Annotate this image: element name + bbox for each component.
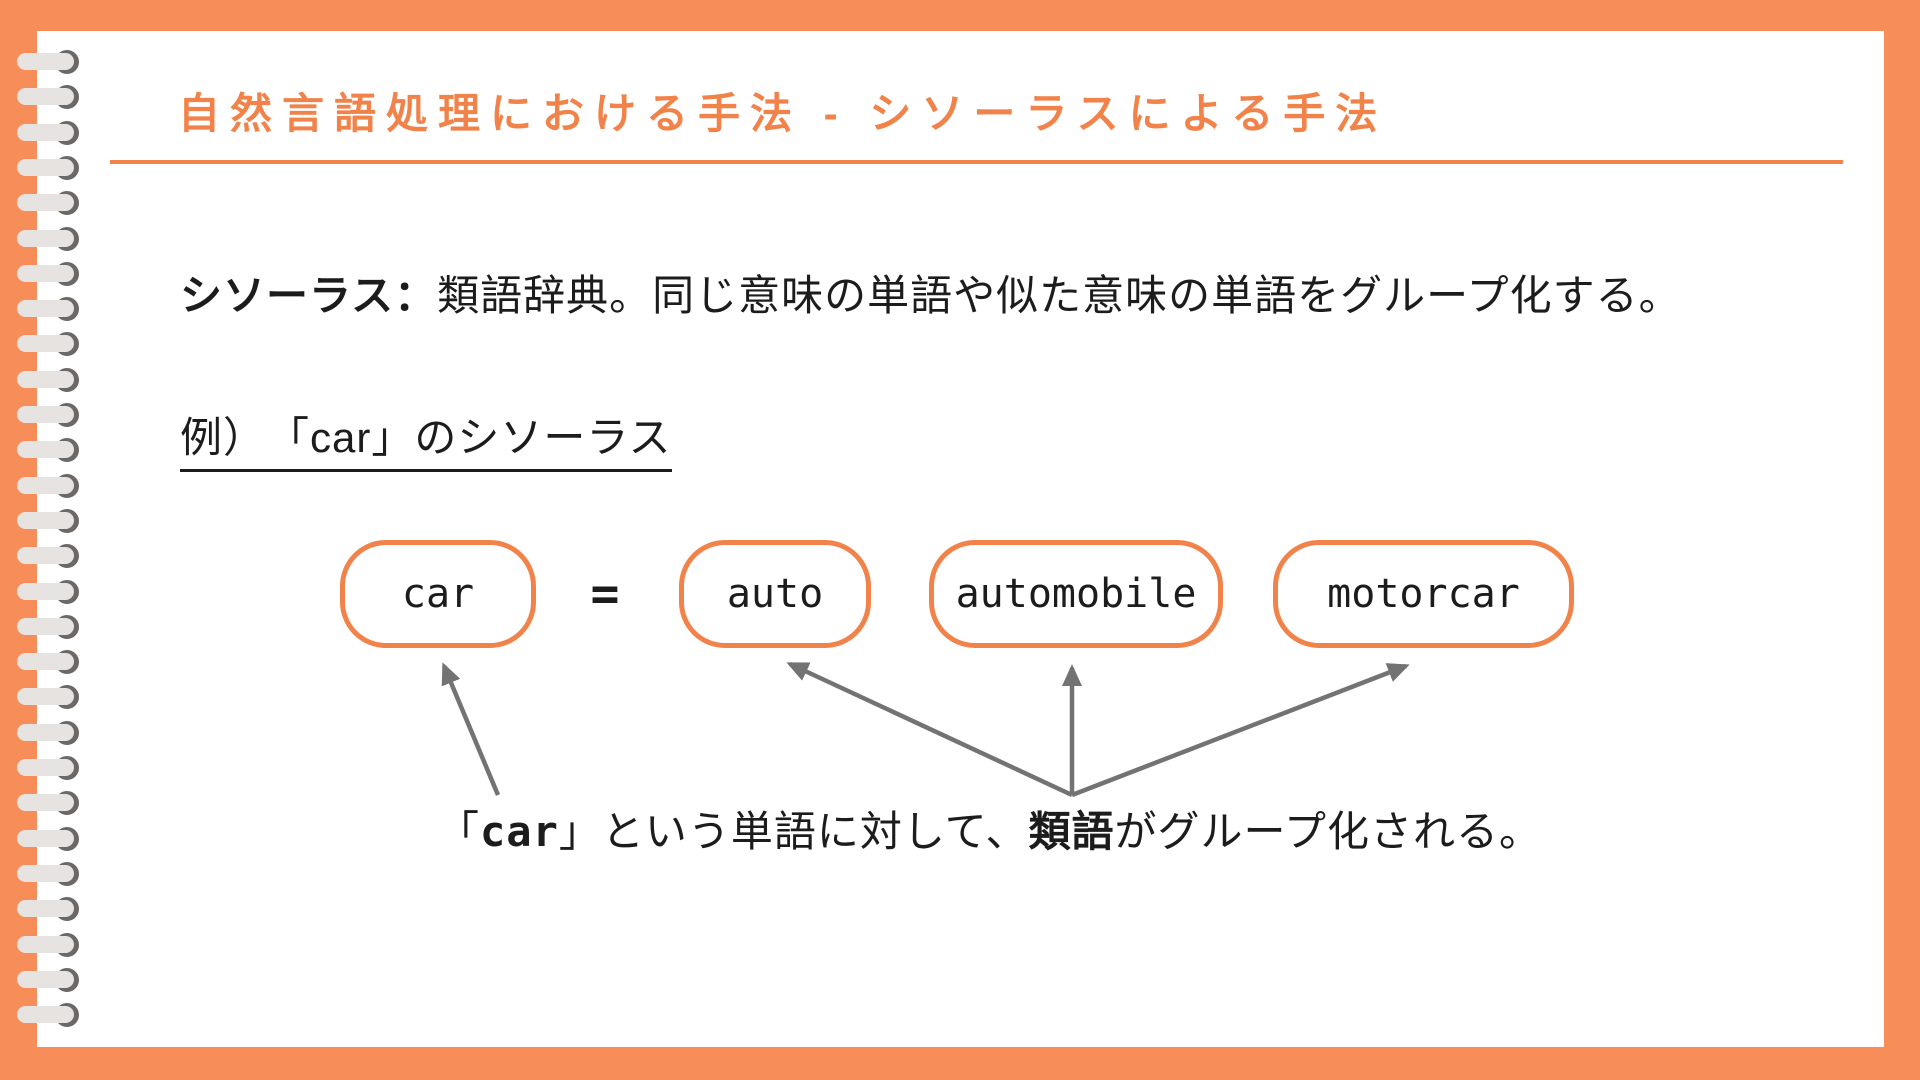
word-pill-automobile: automobile xyxy=(929,540,1223,648)
ring-bar-icon xyxy=(17,158,74,176)
ring-bar-icon xyxy=(17,441,74,459)
caption-middle: 」という単語に対して、 xyxy=(558,808,1029,855)
ring-bar-icon xyxy=(17,759,74,776)
ring-bar-icon xyxy=(17,970,74,988)
ring-bar-icon xyxy=(17,123,74,141)
notebook-page xyxy=(37,31,1884,1047)
ring-bar-icon xyxy=(17,370,74,388)
ring-bar-icon xyxy=(17,829,74,847)
ring-bar-icon xyxy=(17,300,74,318)
ring-bar-icon xyxy=(17,900,74,918)
ring-bar-icon xyxy=(17,476,74,494)
pill-label-automobile: automobile xyxy=(955,571,1197,617)
title-rule xyxy=(110,160,1843,164)
slide-title: 自然言語処理における手法 - シソーラスによる手法 xyxy=(178,90,1388,137)
spiral-binding xyxy=(0,0,90,1080)
ring-bar-icon xyxy=(17,1006,74,1024)
ring-bar-icon xyxy=(17,88,74,106)
word-pill-car: car xyxy=(340,540,536,648)
ring-bar-icon xyxy=(17,582,74,600)
ring-bar-icon xyxy=(17,53,74,70)
ring-bar-icon xyxy=(17,794,74,812)
ring-bar-icon xyxy=(17,335,74,353)
ring-bar-icon xyxy=(17,935,74,953)
ring-bar-icon xyxy=(17,511,74,529)
definition-term: シソーラス： xyxy=(180,272,438,319)
caption-text: 「car」という単語に対して、類語がグループ化される。 xyxy=(437,798,1542,859)
ring-bar-icon xyxy=(17,723,74,741)
ring-bar-icon xyxy=(17,864,74,882)
caption-open-bracket: 「 xyxy=(437,808,481,855)
caption-emphasis: 類語 xyxy=(1028,808,1115,855)
pill-label-auto: auto xyxy=(726,571,824,617)
ring-bar-icon xyxy=(17,229,74,247)
example-heading: 例） 「car」のシソーラス xyxy=(180,404,672,472)
pill-label-car: car xyxy=(401,571,475,617)
pill-label-motorcar: motorcar xyxy=(1327,571,1520,617)
word-pill-motorcar: motorcar xyxy=(1273,540,1574,648)
ring-bar-icon xyxy=(17,194,74,212)
caption-word: car xyxy=(480,807,559,856)
ring-bar-icon xyxy=(17,653,74,671)
ring-bar-icon xyxy=(17,264,74,282)
ring-bar-icon xyxy=(17,406,74,423)
definition-body: 類語辞典。同じ意味の単語や似た意味の単語をグループ化する。 xyxy=(437,272,1682,319)
word-pill-auto: auto xyxy=(679,540,871,648)
ring-bar-icon xyxy=(17,617,74,635)
ring-bar-icon xyxy=(17,688,74,706)
definition-text: シソーラス：類語辞典。同じ意味の単語や似た意味の単語をグループ化する。 xyxy=(180,262,1682,323)
ring-bar-icon xyxy=(17,547,74,565)
equals-sign: = xyxy=(590,566,620,622)
caption-tail: がグループ化される。 xyxy=(1114,808,1543,855)
